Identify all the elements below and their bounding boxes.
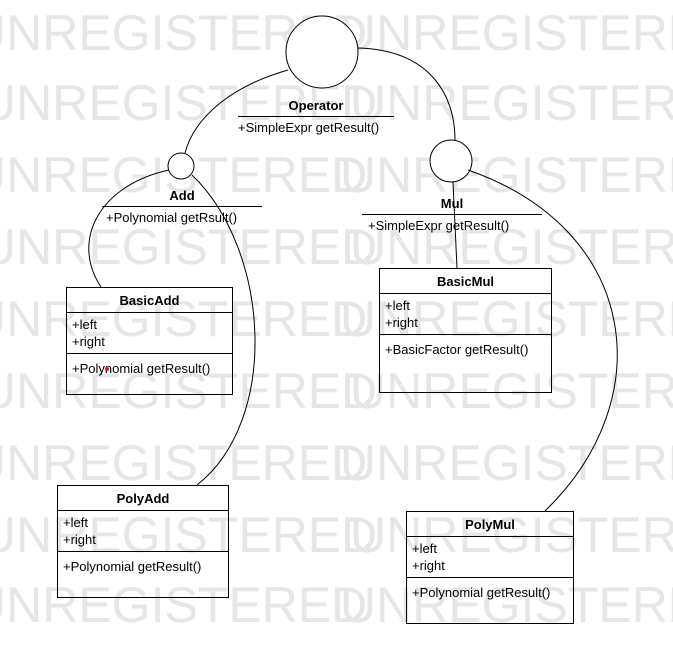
polymul-class[interactable]: PolyMul +left +right +Polynomial getResu… — [406, 511, 574, 624]
watermark-text: UNREGISTERED — [0, 291, 367, 347]
watermark-text: UNREGISTERED — [340, 5, 673, 61]
polyadd-to-add-edge[interactable] — [191, 174, 256, 486]
basicmul-operation: +BasicFactor getResult() — [385, 342, 529, 357]
polymul-operation: +Polynomial getResult() — [412, 585, 551, 600]
mul-to-operator-edge[interactable] — [357, 47, 456, 141]
operator-interface-divider — [238, 116, 394, 117]
basicmul-operations: +BasicFactor getResult() — [380, 335, 551, 362]
add-interface-icon[interactable] — [167, 152, 195, 180]
basicadd-class-name: BasicAdd — [67, 288, 232, 313]
operator-interface-operation: +SimpleExpr getResult() — [238, 120, 380, 135]
add-interface-name: Add — [169, 188, 195, 203]
watermark-text: UNREGISTERED — [350, 75, 673, 131]
mul-interface-name: Mul — [440, 196, 464, 211]
basicadd-operation: +Polynomial getResult() — [72, 361, 211, 376]
basicmul-attr-right: +right — [385, 315, 418, 330]
watermark-text: UNREGISTERED — [0, 363, 377, 419]
polyadd-attr-right: +right — [63, 532, 96, 547]
polymul-attr-right: +right — [412, 558, 445, 573]
polyadd-class[interactable]: PolyAdd +left +right +Polynomial getResu… — [57, 485, 229, 598]
add-interface[interactable]: Add +Polynomial getRsult() — [102, 188, 262, 225]
basicmul-attr-left: +left — [385, 298, 410, 313]
polyadd-attr-left: +left — [63, 515, 88, 530]
watermark-text: UNREGISTERED — [340, 435, 673, 491]
mul-interface[interactable]: Mul +SimpleExpr getResult() — [362, 196, 542, 233]
mul-interface-icon[interactable] — [429, 139, 473, 183]
polymul-attr-left: +left — [412, 541, 437, 556]
basicadd-class[interactable]: BasicAdd +left +right +Polynomial getRes… — [66, 287, 233, 395]
polyadd-attributes: +left +right — [58, 511, 228, 552]
mul-interface-operation: +SimpleExpr getResult() — [368, 218, 510, 233]
basicmul-attributes: +left +right — [380, 294, 551, 335]
watermark-text: UNREGISTERED — [350, 507, 673, 563]
basicmul-class[interactable]: BasicMul +left +right +BasicFactor getRe… — [379, 268, 552, 393]
add-interface-divider — [102, 206, 262, 207]
add-interface-operation: +Polynomial getRsult() — [106, 210, 238, 225]
watermark-text: UNREGISTERED — [0, 577, 367, 633]
polyadd-operations: +Polynomial getResult() — [58, 552, 228, 579]
watermark-text: UNREGISTERED — [0, 435, 367, 491]
basicadd-to-add-edge[interactable] — [88, 169, 170, 288]
operator-interface-name: Operator — [288, 98, 344, 113]
basicmul-class-name: BasicMul — [380, 269, 551, 294]
polyadd-class-name: PolyAdd — [58, 486, 228, 511]
polymul-class-name: PolyMul — [407, 512, 573, 537]
red-marker-dot — [105, 367, 109, 371]
watermark-text: UNREGISTERED — [0, 219, 377, 275]
watermark-text: UNREGISTERED — [350, 219, 673, 275]
basicadd-attr-right: +right — [72, 334, 105, 349]
watermark-text: UNREGISTERED — [0, 507, 377, 563]
basicmul-to-mul-edge[interactable] — [452, 181, 458, 269]
polymul-to-mul-edge[interactable] — [467, 169, 618, 512]
polyadd-operation: +Polynomial getResult() — [63, 559, 202, 574]
mul-interface-divider — [362, 214, 542, 215]
operator-interface-icon[interactable] — [285, 15, 359, 89]
polymul-operations: +Polynomial getResult() — [407, 578, 573, 605]
watermark-text: UNREGISTERED — [340, 147, 673, 203]
basicadd-attributes: +left +right — [67, 313, 232, 354]
polymul-attributes: +left +right — [407, 537, 573, 578]
operator-interface[interactable]: Operator +SimpleExpr getResult() — [238, 98, 394, 135]
basicadd-attr-left: +left — [72, 317, 97, 332]
basicadd-operations: +Polynomial getResult() — [67, 354, 232, 381]
watermark-text: UNREGISTERED — [350, 363, 673, 419]
add-to-operator-edge[interactable] — [184, 69, 289, 154]
watermark-text: UNREGISTERED — [340, 291, 673, 347]
